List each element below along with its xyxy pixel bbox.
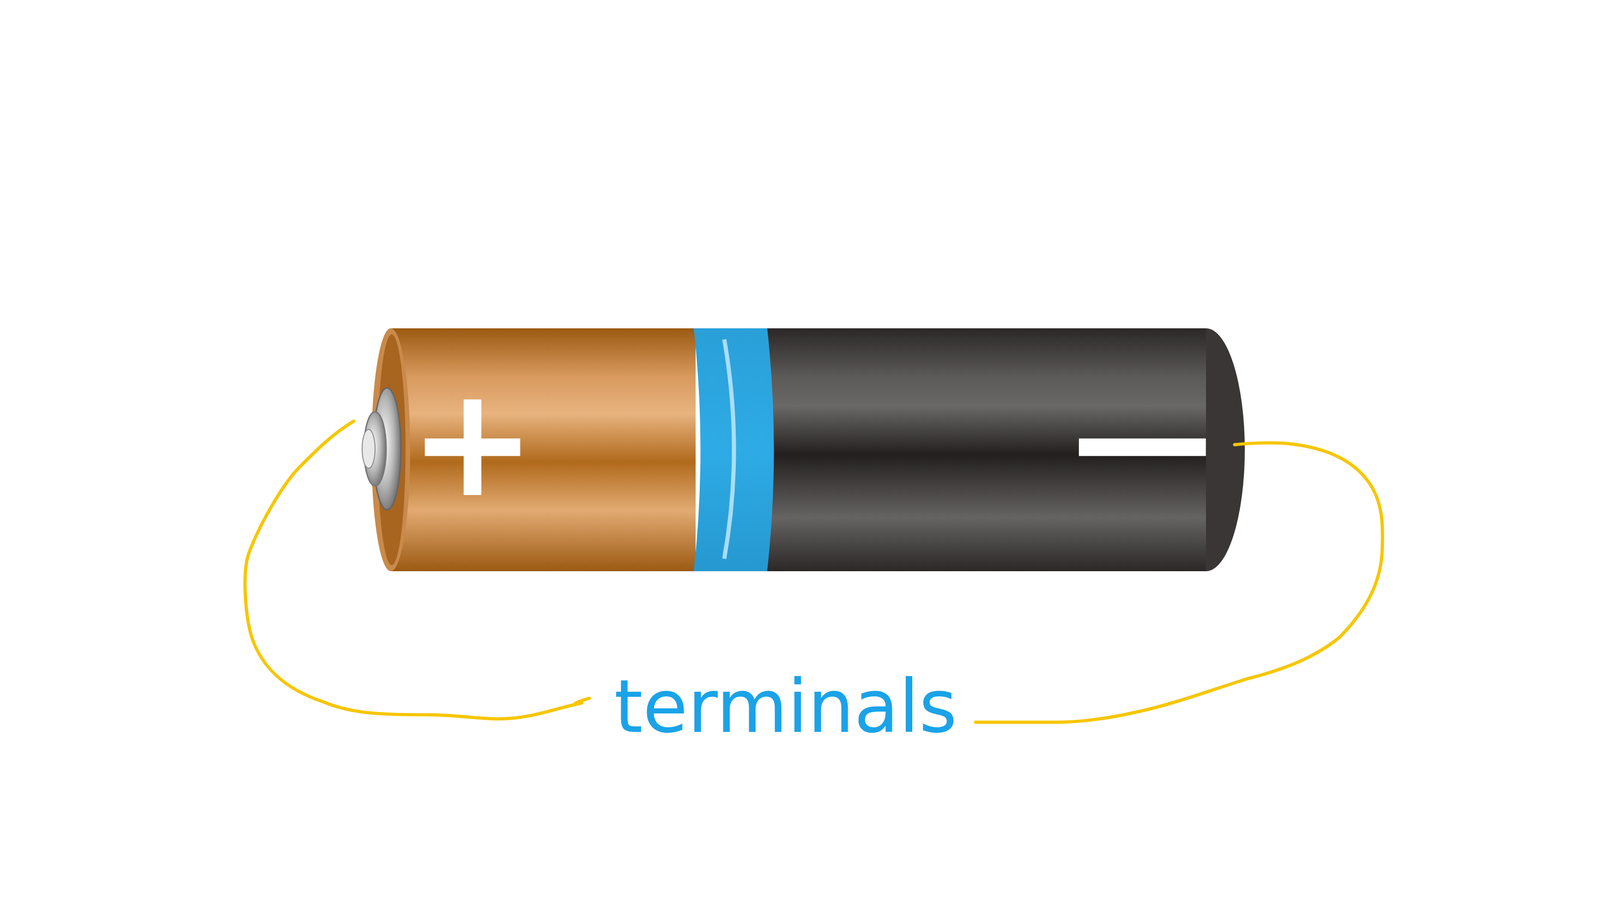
polarity-symbol: −: [1057, 366, 1228, 519]
terminal-nub: [362, 429, 376, 469]
battery-band: [693, 328, 775, 572]
polarity-symbol: +: [408, 366, 537, 519]
band-highlight: [724, 339, 734, 559]
callout-label: terminals: [614, 670, 958, 744]
battery-cap: [390, 328, 696, 572]
